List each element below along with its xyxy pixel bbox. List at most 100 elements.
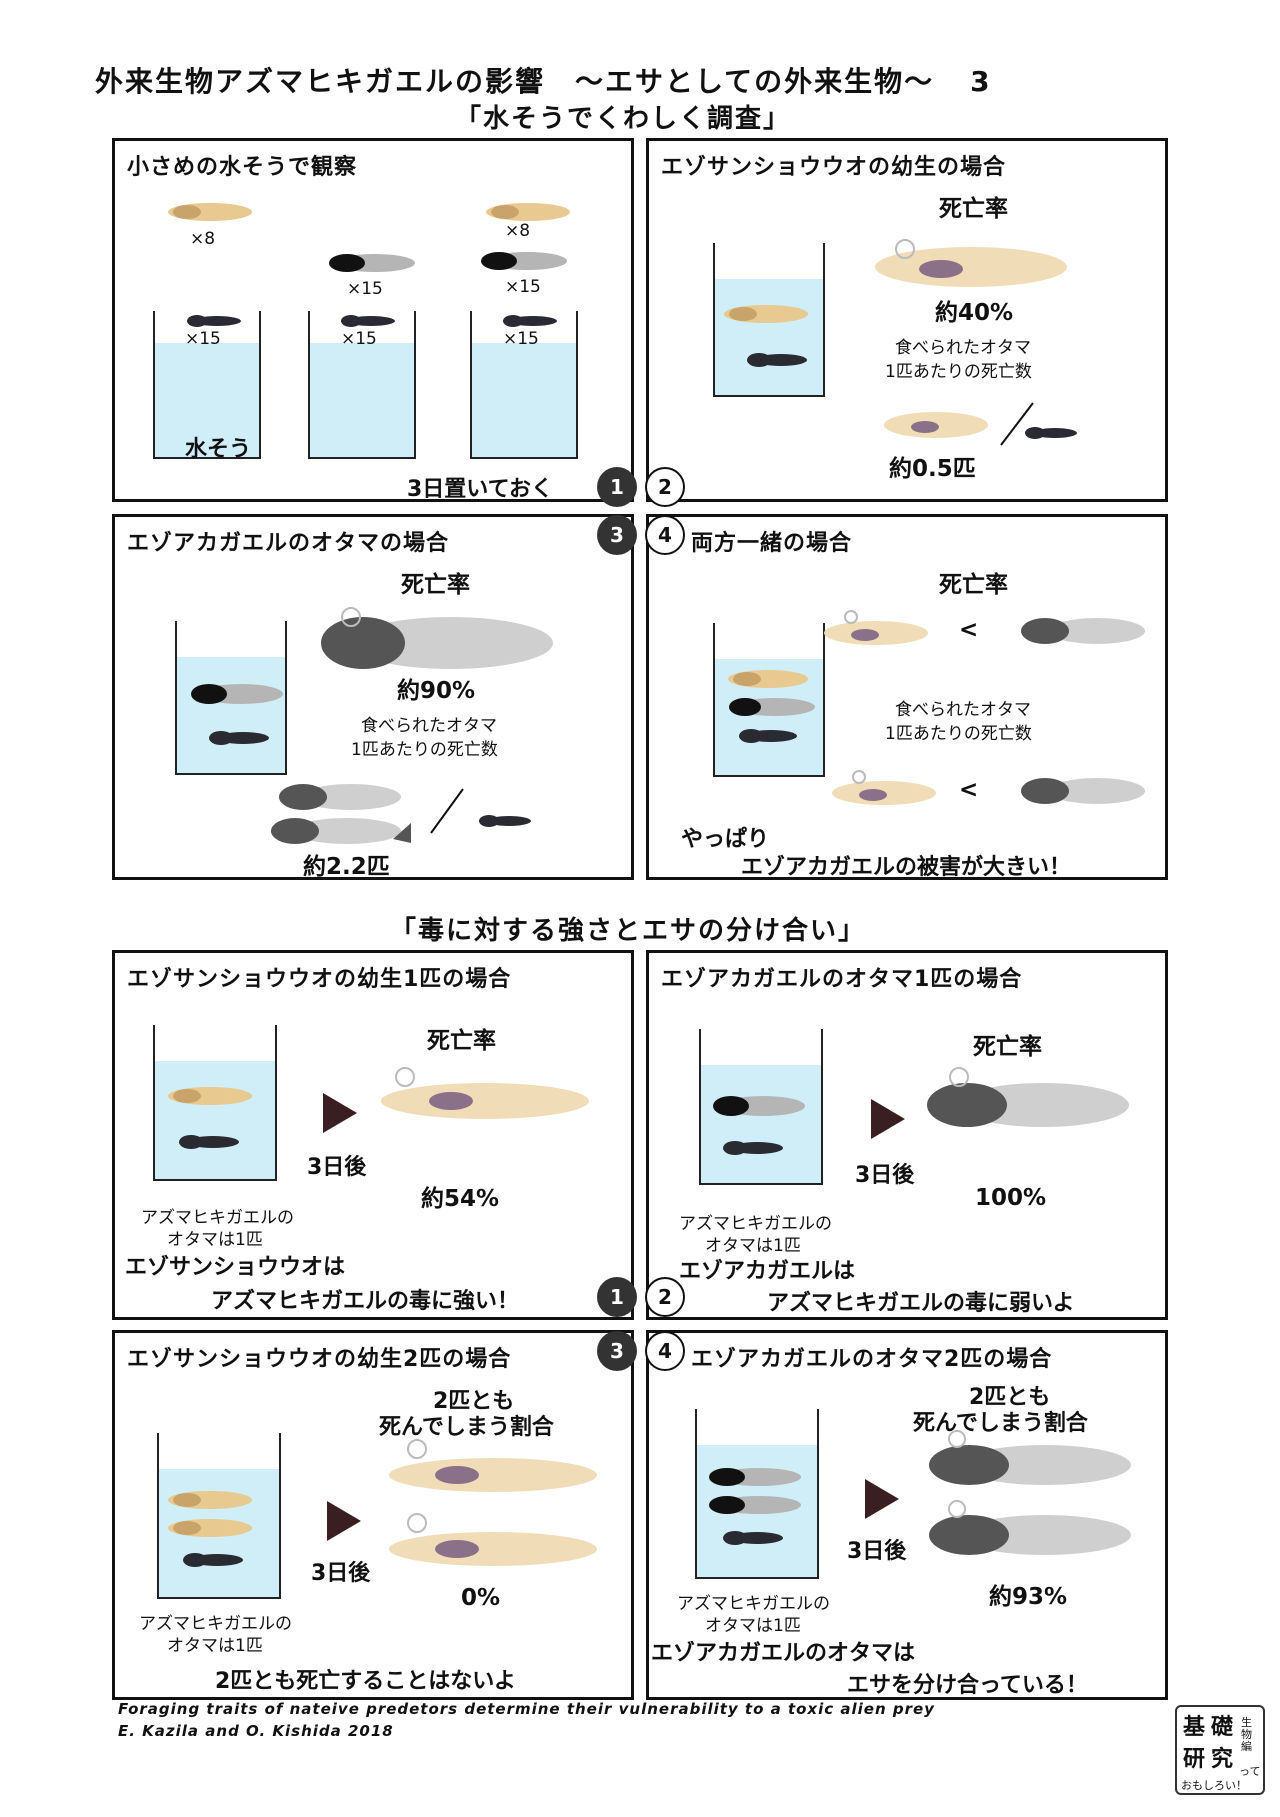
dead-frog-tadpole-icon [927, 1067, 1129, 1127]
note-line-2: オタマは1匹 [705, 1236, 801, 1256]
panel-title: エゾサンショウウオの幼生2匹の場合 [127, 1347, 512, 1372]
frog-tadpole-icon [481, 252, 567, 270]
note-line-1: アズマヒキガエルの [679, 1214, 832, 1234]
label-line-1: 2匹とも [969, 1385, 1051, 1410]
toad-tadpole-icon [479, 815, 531, 827]
salamander-larva-icon [168, 203, 252, 221]
count-frog: ×15 [347, 279, 383, 299]
panel-bottom-2: エゾアカガエルのオタマ1匹の場合 2 3日後 死亡率 100% アズマヒキガエル… [645, 950, 1168, 1320]
count-salamander: ×8 [190, 229, 216, 249]
panel-title: エゾアカガエルのオタマ1匹の場合 [661, 967, 1023, 992]
water-tank [175, 621, 287, 775]
frog-tadpole-icon [729, 698, 815, 716]
dead-salamander-larva-icon [389, 1513, 597, 1566]
per-label-1: 食べられたオタマ [895, 700, 1031, 720]
panel-number-badge: 3 [597, 515, 637, 555]
label-line-2: 死んでしまう割合 [913, 1411, 1088, 1436]
after-days: 3日後 [311, 1561, 371, 1586]
count-toad: ×15 [341, 329, 377, 349]
mortality-value: 約90% [397, 678, 476, 704]
arrow-right-icon [327, 1501, 361, 1541]
per-label-2: 1匹あたりの死亡数 [885, 362, 1032, 382]
conclusion-line-2: エサを分け合っている！ [847, 1673, 1088, 1698]
logo-char: 基 [1183, 1715, 1206, 1740]
dead-salamander-larva-icon [824, 610, 928, 645]
panel-top-3: エゾアカガエルのオタマの場合 3 死亡率 約90% 食べられたオタマ 1匹あたり… [112, 514, 637, 880]
mortality-label: 死亡率 [973, 1034, 1042, 1060]
logo-char: 礎 [1211, 1715, 1234, 1740]
after-days: 3日後 [847, 1539, 907, 1564]
panel-title: エゾサンショウウオの幼生の場合 [661, 155, 1007, 180]
logo-char: 研 [1183, 1747, 1206, 1772]
dead-salamander-larva-icon [875, 239, 1067, 287]
compare-sign: < [959, 777, 979, 803]
per-label-2: 1匹あたりの死亡数 [351, 740, 498, 760]
salamander-larva-icon [168, 1519, 252, 1537]
section-title: 「毒に対する強さとエサの分け合い」 [390, 916, 867, 946]
conclusion-line-2: エゾアカガエルの被害が大きい！ [741, 855, 1072, 880]
panel-top-1: 小さめの水そうで観察 ×8 ×15 ×8 ×15 ×15 水そう ×15 ×15… [112, 138, 637, 507]
tank-label: 水そう [185, 437, 252, 462]
panel-caption: 3日置いておく [407, 477, 553, 502]
panel-number-badge: 1 [597, 467, 637, 507]
per-label-2: 1匹あたりの死亡数 [885, 724, 1032, 744]
result-value: 約93% [989, 1584, 1068, 1610]
logo-tail-1: って [1239, 1765, 1261, 1778]
note-line-1: アズマヒキガエルの [677, 1594, 830, 1614]
salamander-larva-icon [486, 203, 570, 221]
conclusion-line-2: アズマヒキガエルの毒に弱いよ [767, 1291, 1075, 1316]
result-value: 約54% [421, 1186, 500, 1212]
conclusion-line-1: やっぱり [681, 827, 770, 852]
mortality-value: 約40% [935, 300, 1014, 326]
mortality-label: 死亡率 [427, 1028, 496, 1054]
dead-frog-tadpole-icon [271, 818, 411, 844]
panel-number-badge: 1 [597, 1277, 637, 1317]
conclusion-line-1: エゾアカガエルのオタマは [651, 1641, 916, 1666]
per-value: 約0.5匹 [889, 456, 976, 482]
per-label-1: 食べられたオタマ [361, 716, 497, 736]
panel-title: 小さめの水そうで観察 [127, 155, 358, 180]
mortality-label: 死亡率 [939, 572, 1008, 598]
note-line-2: オタマは1匹 [705, 1616, 801, 1636]
logo-tail-2: おもしろい！ [1181, 1779, 1247, 1792]
toad-tadpole-icon [723, 1531, 783, 1545]
toad-tadpole-icon [209, 731, 269, 745]
frog-tadpole-icon [709, 1496, 801, 1514]
toad-tadpole-icon [179, 1135, 239, 1149]
dead-frog-tadpole-icon [279, 784, 401, 810]
panel-title: エゾアカガエルのオタマ2匹の場合 [691, 1347, 1053, 1372]
frog-tadpole-icon [191, 684, 283, 704]
panel-top-4: 4 両方一緒の場合 死亡率 < 食べられたオタマ 1匹あたりの死亡数 < やっぱ… [645, 514, 1168, 880]
toad-tadpole-icon [739, 729, 797, 743]
panel-number-badge: 3 [597, 1331, 637, 1371]
per-label-1: 食べられたオタマ [895, 338, 1031, 358]
arrow-right-icon [865, 1479, 899, 1519]
citation-authors: E. Kazila and O. Kishida 2018 [118, 1722, 394, 1740]
toad-tadpole-icon [503, 315, 557, 327]
dead-salamander-larva-icon [381, 1067, 589, 1119]
frog-tadpole-icon [713, 1096, 805, 1116]
panel-number-badge: 4 [645, 515, 685, 555]
frog-tadpole-icon [709, 1468, 801, 1486]
dead-salamander-larva-icon [389, 1439, 597, 1492]
per-value: 約2.2匹 [303, 854, 390, 880]
panel-number-badge: 4 [645, 1331, 685, 1371]
toad-tadpole-icon [187, 315, 241, 327]
toad-tadpole-icon [183, 1553, 243, 1567]
panel-bottom-1: エゾサンショウウオの幼生1匹の場合 3日後 死亡率 約54% アズマヒキガエルの… [112, 950, 637, 1320]
note-line-2: オタマは1匹 [167, 1636, 263, 1656]
panel-number-badge: 2 [645, 467, 685, 507]
arrow-right-icon [871, 1099, 905, 1139]
page-subtitle: 「水そうでくわしく調査」 [455, 104, 792, 134]
logo-side: 生物編 [1241, 1716, 1252, 1753]
dead-frog-tadpole-icon [321, 607, 553, 669]
conclusion-line-1: エゾサンショウウオは [125, 1255, 346, 1280]
compare-sign: < [959, 617, 979, 643]
citation-title: Foraging traits of nateive predetors det… [118, 1700, 935, 1718]
water-tank [699, 1029, 823, 1185]
frog-tadpole-icon [329, 254, 415, 272]
mortality-label: 死亡率 [401, 572, 470, 598]
slash-divider [430, 788, 464, 834]
panel-top-2: エゾサンショウウオの幼生の場合 2 死亡率 約40% 食べられたオタマ 1匹あた… [645, 138, 1168, 507]
water-tank [153, 311, 261, 459]
